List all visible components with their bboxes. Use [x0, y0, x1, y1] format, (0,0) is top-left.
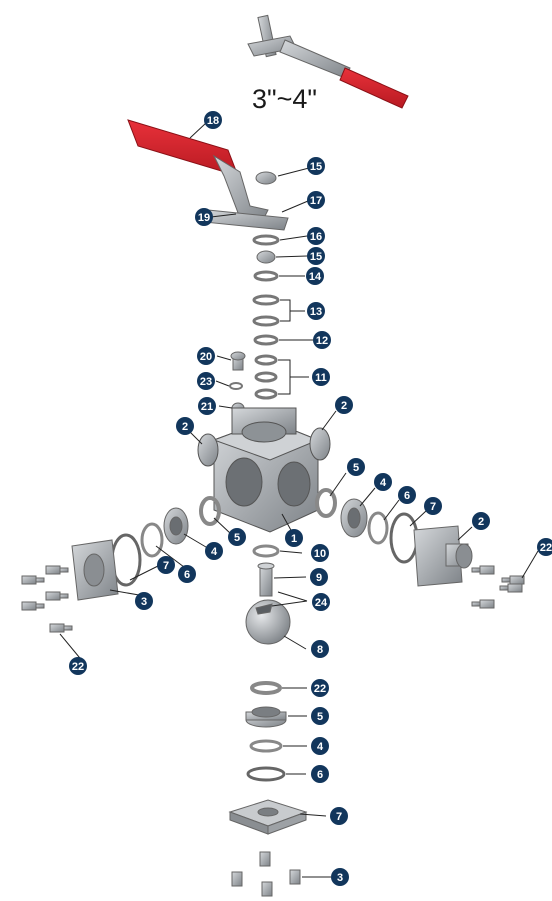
callout-badge-4: 4	[311, 737, 329, 755]
callout-number: 7	[163, 560, 169, 572]
callout-badge-22: 22	[537, 538, 552, 556]
bottom-stack	[228, 544, 308, 897]
left-bolts	[21, 565, 73, 633]
callout-badge-7: 7	[157, 556, 175, 574]
callout-badge-2: 2	[176, 417, 194, 435]
callout-number: 5	[234, 532, 240, 544]
callout-badge-6: 6	[398, 486, 416, 504]
callout-number: 7	[430, 501, 436, 513]
callout-badge-5: 5	[347, 458, 365, 476]
callout-number: 21	[201, 401, 213, 413]
callout-number: 22	[540, 542, 552, 554]
callout-number: 5	[317, 711, 323, 723]
callout-number: 16	[310, 231, 322, 243]
callout-badge-7: 7	[330, 807, 348, 825]
callout-number: 23	[200, 376, 212, 388]
callout-badge-3: 3	[331, 868, 349, 886]
callout-number: 13	[310, 306, 322, 318]
callout-number: 4	[380, 477, 387, 489]
callout-badge-1: 1	[285, 529, 303, 547]
callout-badge-18: 18	[204, 111, 222, 129]
callout-number: 18	[207, 115, 219, 127]
callout-badge-12: 12	[313, 331, 331, 349]
callout-badge-19: 19	[195, 208, 213, 226]
callout-badge-13: 13	[307, 302, 325, 320]
valve-body	[197, 407, 331, 533]
callout-badge-10: 10	[311, 544, 329, 562]
callout-number: 9	[316, 572, 322, 584]
callout-number: 6	[404, 490, 410, 502]
callout-number: 14	[309, 271, 322, 283]
callout-number: 24	[315, 597, 328, 609]
callout-badge-22: 22	[69, 657, 87, 675]
callout-number: 3	[337, 872, 343, 884]
callout-badge-21: 21	[198, 397, 216, 415]
callout-number: 10	[314, 548, 326, 560]
callout-badge-5: 5	[228, 528, 246, 546]
callout-badge-6: 6	[311, 765, 329, 783]
callout-number: 22	[314, 683, 326, 695]
callout-badge-8: 8	[311, 640, 329, 658]
stop-pin-parts	[229, 351, 246, 414]
callout-number: 2	[182, 421, 188, 433]
callout-number: 2	[478, 516, 484, 528]
callout-number: 1	[291, 533, 297, 545]
callout-badge-22: 22	[311, 679, 329, 697]
callout-number: 15	[310, 251, 322, 263]
callout-number: 6	[184, 569, 190, 581]
callout-badge-23: 23	[197, 372, 215, 390]
callout-number: 4	[211, 546, 218, 558]
callout-badge-5: 5	[311, 707, 329, 725]
callout-number: 15	[310, 161, 322, 173]
callout-number: 6	[317, 769, 323, 781]
callout-badge-15: 15	[307, 157, 325, 175]
size-range-label: 3"~4"	[252, 84, 317, 114]
callout-badge-9: 9	[310, 568, 328, 586]
nut-top	[255, 171, 277, 185]
callout-number: 7	[336, 811, 342, 823]
callout-badge-20: 20	[197, 347, 215, 365]
callout-badge-2: 2	[472, 512, 490, 530]
callout-badge-6: 6	[178, 565, 196, 583]
callout-number: 5	[353, 462, 359, 474]
callout-badge-7: 7	[424, 497, 442, 515]
callout-number: 8	[317, 644, 323, 656]
callout-badge-11: 11	[312, 368, 330, 386]
callout-badge-4: 4	[205, 542, 223, 560]
callout-number: 2	[341, 400, 347, 412]
callout-badge-2: 2	[335, 396, 353, 414]
callout-badge-24: 24	[312, 593, 330, 611]
right-bolts	[471, 565, 525, 609]
callout-number: 12	[316, 335, 328, 347]
callout-number: 19	[198, 212, 210, 224]
large-handle-illustration	[247, 14, 409, 109]
leader-lines	[59, 122, 539, 878]
callout-badge-15: 15	[307, 247, 325, 265]
stem-stack	[252, 171, 280, 400]
callout-badge-17: 17	[307, 191, 325, 209]
callout-number: 11	[315, 372, 327, 384]
callout-number: 17	[310, 195, 322, 207]
callout-badge-4: 4	[374, 473, 392, 491]
callout-number: 20	[200, 351, 212, 363]
callout-badge-3: 3	[135, 592, 153, 610]
callout-badge-16: 16	[307, 227, 325, 245]
callout-badges: 1815171916151413122011232122546721546732…	[69, 111, 552, 886]
callout-number: 3	[141, 596, 147, 608]
left-end-assembly	[71, 496, 221, 601]
right-end-assembly	[315, 488, 473, 587]
callout-badge-14: 14	[306, 267, 324, 285]
callout-number: 22	[72, 661, 84, 673]
callout-number: 4	[317, 741, 324, 753]
